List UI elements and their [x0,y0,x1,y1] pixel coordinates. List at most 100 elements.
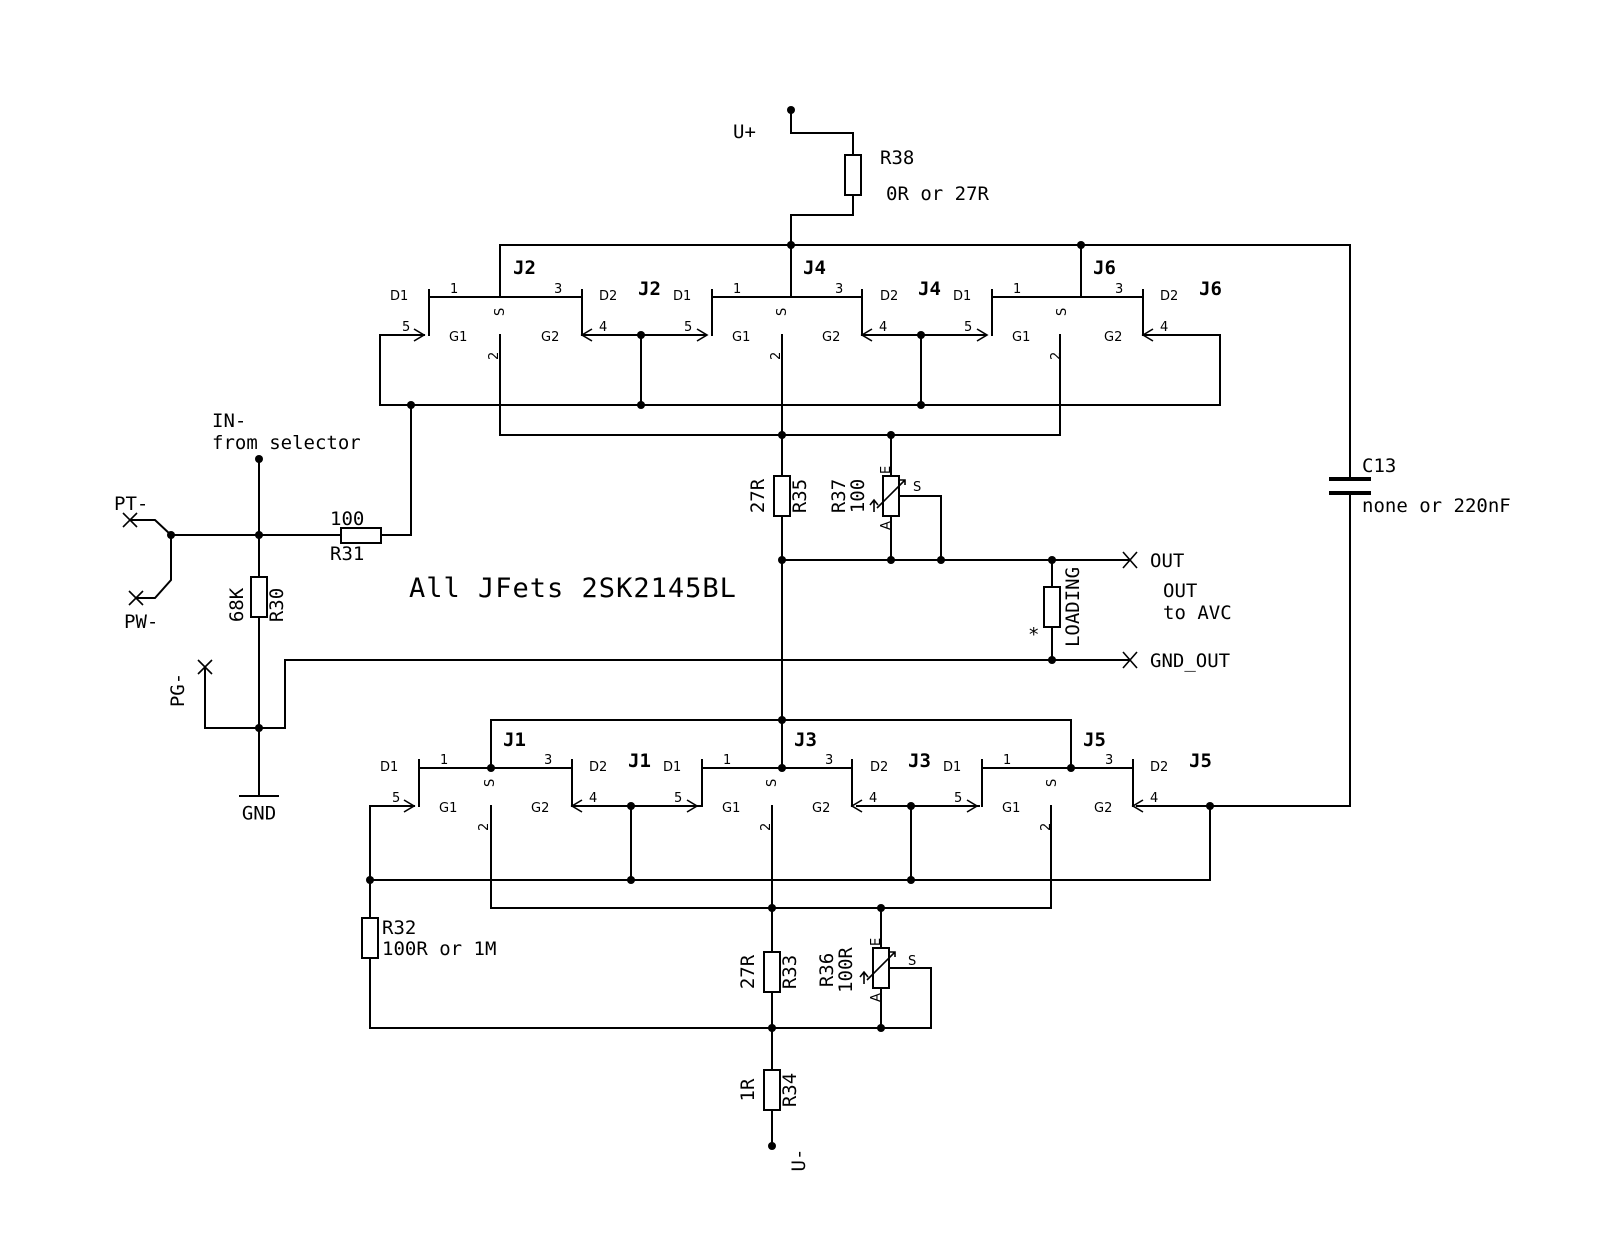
pin-1: 1 [733,282,741,297]
pin-d1: D1 [673,289,691,304]
pin-5: 5 [674,791,682,806]
pin-g2: G2 [1104,330,1122,345]
pin-5: 5 [954,791,962,806]
junction [778,556,786,564]
jfet-j2 [413,289,593,342]
pin-g1: G1 [449,330,467,345]
r30-ref: R30 [266,588,288,622]
gnd-out-terminal-icon [1122,651,1138,669]
j6-top-name: J6 [1093,257,1116,279]
loading-resistor-body [1043,586,1061,628]
c13-capacitor [1329,477,1371,495]
junction [877,1024,885,1032]
pin-g2: G2 [531,801,549,816]
pin-g2: G2 [1094,801,1112,816]
r36-trimmer [859,947,896,989]
pin-4: 4 [1150,791,1158,806]
u-minus-terminal [768,1142,776,1150]
gnd-label: GND [242,803,276,825]
pin-5: 5 [964,320,972,335]
pin-2: 2 [487,352,502,360]
gnd-out-label: GND_OUT [1150,650,1230,672]
pw-terminal-icon [128,590,144,606]
r34-value: 1R [737,1078,759,1101]
u-plus-terminal [787,106,795,114]
r36-value: 100R [835,947,857,993]
pin-g2: G2 [812,801,830,816]
out-note-2: to AVC [1163,602,1232,624]
jfet-j6 [976,289,1154,342]
junction [937,556,945,564]
pin-s: S [1055,308,1070,316]
junction [255,724,263,732]
pin-1: 1 [1013,282,1021,297]
pin-d1: D1 [943,760,961,775]
r37-value: 100 [847,479,869,513]
c13-value: none or 220nF [1362,495,1511,517]
pin-g1: G1 [1012,330,1030,345]
pin-g1: G1 [732,330,750,345]
r31-ref: R31 [330,543,364,565]
pg-label: PG- [167,673,189,707]
pt-label: PT- [114,493,148,515]
wires-middle [284,434,1129,729]
pin-s: S [493,308,508,316]
pin-s: S [765,779,780,787]
junction [407,401,415,409]
pin-3: 3 [544,753,552,768]
wires-top-jfet-row [379,244,1221,561]
pin-d2: D2 [880,289,898,304]
pin-g2: G2 [822,330,840,345]
r37-pin-a: A [879,521,894,530]
r30-body [250,576,268,618]
r32-ref: R32 [382,917,416,939]
junction [778,716,786,724]
junction [366,876,374,884]
r32-body [361,917,379,959]
pin-g2: G2 [541,330,559,345]
r37-ref: R37 [828,479,850,513]
junction [255,531,263,539]
junction [917,331,925,339]
junction [627,802,635,810]
pin-d1: D1 [390,289,408,304]
r38-value: 0R or 27R [886,183,990,205]
j3-top-name: J3 [794,729,817,751]
pin-1: 1 [723,753,731,768]
jfet-j5 [966,759,1144,813]
jfet-j4 [696,289,873,342]
junction [877,904,885,912]
jfet-j1 [403,759,583,813]
in-sub-label: from selector [212,432,361,454]
pg-terminal-icon [197,659,213,675]
r31-body [340,527,382,544]
loading-mark: * [1028,624,1039,646]
r35-ref: R35 [789,479,811,513]
junction [627,876,635,884]
r33-ref: R33 [779,955,801,989]
r36-pin-s: S [908,954,916,969]
r30-value: 68K [226,587,248,622]
pin-2: 2 [477,823,492,831]
c13-ref: C13 [1362,455,1396,477]
pin-3: 3 [825,753,833,768]
pin-5: 5 [392,791,400,806]
junction [1206,802,1214,810]
junction [637,331,645,339]
out-note-1: OUT [1163,580,1197,602]
r37-trimmer [869,475,906,517]
pw-label: PW- [124,611,158,633]
pin-3: 3 [554,282,562,297]
wires-top-supply [499,109,1351,807]
r34-body [763,1069,781,1111]
u-plus-label: U+ [733,121,756,143]
pin-d1: D1 [953,289,971,304]
loading-ref: LOADING [1062,567,1084,647]
r37-pin-s: S [913,480,921,495]
j2-side-name: J2 [638,278,661,300]
out-terminal-icon [1122,551,1138,569]
r35-body [773,475,791,517]
pin-1: 1 [450,282,458,297]
pin-2: 2 [759,823,774,831]
